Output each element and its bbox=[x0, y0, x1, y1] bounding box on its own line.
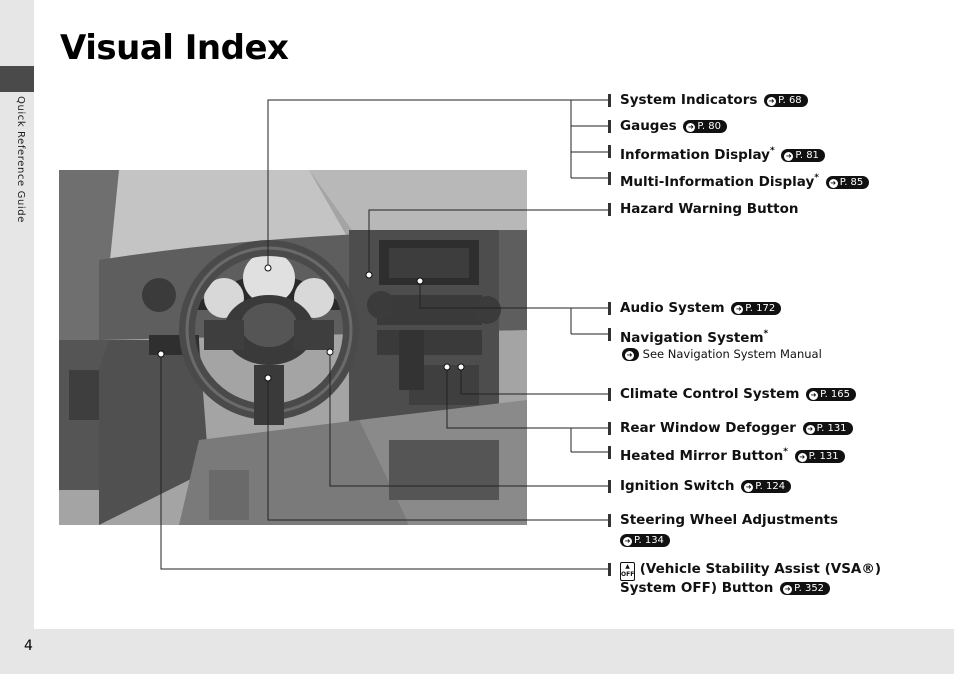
page-ref-badge[interactable]: ➜P. 131 bbox=[794, 449, 845, 463]
label-bar bbox=[608, 94, 611, 107]
label-rear-window-defogger: Rear Window Defogger ➜P. 131 bbox=[608, 419, 853, 437]
section-tab bbox=[0, 66, 34, 92]
page-ref-badge[interactable]: ➜P. 80 bbox=[683, 120, 727, 133]
arrow-icon: ➜ bbox=[686, 123, 696, 132]
arrow-icon: ➜ bbox=[828, 178, 838, 188]
page-ref-badge[interactable]: ➜P. 85 bbox=[825, 175, 870, 189]
arrow-icon: ➜ bbox=[767, 97, 777, 106]
label-navigation-system: Navigation System* bbox=[608, 325, 768, 347]
label-multi-information-display: Multi-Information Display* ➜P. 85 bbox=[608, 169, 870, 191]
arrow-icon: ➜ bbox=[783, 585, 793, 594]
page-number: 4 bbox=[24, 638, 33, 654]
label-bar bbox=[608, 563, 611, 576]
page-ref-badge[interactable]: ➜P. 352 bbox=[780, 582, 831, 595]
arrow-icon: ➜ bbox=[625, 351, 634, 360]
arrow-icon: ➜ bbox=[805, 425, 815, 434]
label-bar bbox=[608, 120, 611, 133]
label-bar bbox=[608, 514, 611, 527]
label-bar bbox=[608, 302, 611, 315]
dashboard-photo bbox=[59, 170, 527, 525]
side-section-label: Quick Reference Guide bbox=[15, 96, 26, 223]
page-ref-badge[interactable]: ➜P. 124 bbox=[741, 480, 792, 493]
page-ref-badge[interactable]: ➜P. 134 bbox=[620, 534, 670, 547]
page-ref-badge[interactable]: ➜P. 81 bbox=[781, 148, 825, 162]
label-bar bbox=[608, 145, 611, 158]
page-ref-badge[interactable]: ➜ bbox=[622, 348, 639, 361]
label-bar bbox=[608, 446, 611, 459]
label-heated-mirror-button: Heated Mirror Button* ➜P. 131 bbox=[608, 443, 845, 465]
page-title: Visual Index bbox=[60, 28, 289, 68]
label-climate-control-system: Climate Control System ➜P. 165 bbox=[608, 385, 857, 403]
label-bar bbox=[608, 480, 611, 493]
label-bar bbox=[608, 203, 611, 216]
label-gauges: Gauges ➜P. 80 bbox=[608, 117, 727, 135]
arrow-icon: ➜ bbox=[797, 452, 807, 462]
arrow-icon: ➜ bbox=[744, 483, 754, 492]
label-audio-system: Audio System ➜P. 172 bbox=[608, 299, 782, 317]
label-hazard-warning-button: Hazard Warning Button bbox=[608, 200, 798, 218]
steering-wheel-ref-line: ➜P. 134 bbox=[618, 531, 670, 549]
label-steering-wheel-adjustments: Steering Wheel Adjustments bbox=[608, 511, 838, 529]
label-vsa-off-button: ▲OFF (Vehicle Stability Assist (VSA®) bbox=[608, 560, 881, 581]
arrow-icon: ➜ bbox=[809, 391, 819, 400]
label-bar bbox=[608, 172, 611, 185]
label-vsa-off-button-line2: System OFF) Button ➜P. 352 bbox=[612, 579, 831, 597]
label-bar bbox=[608, 388, 611, 401]
label-ignition-switch: Ignition Switch ➜P. 124 bbox=[608, 477, 792, 495]
arrow-icon: ➜ bbox=[734, 305, 744, 314]
label-information-display: Information Display* ➜P. 81 bbox=[608, 142, 825, 164]
arrow-icon: ➜ bbox=[784, 151, 794, 161]
navigation-manual-note: ➜ See Navigation System Manual bbox=[620, 347, 822, 361]
page-ref-badge[interactable]: ➜P. 68 bbox=[764, 94, 808, 107]
label-bar bbox=[608, 422, 611, 435]
label-bar bbox=[608, 328, 611, 341]
page-ref-badge[interactable]: ➜P. 131 bbox=[802, 422, 853, 435]
arrow-icon: ➜ bbox=[623, 537, 632, 546]
page-ref-badge[interactable]: ➜P. 172 bbox=[731, 302, 782, 315]
label-system-indicators: System Indicators ➜P. 68 bbox=[608, 91, 808, 109]
page-ref-badge[interactable]: ➜P. 165 bbox=[806, 388, 857, 401]
